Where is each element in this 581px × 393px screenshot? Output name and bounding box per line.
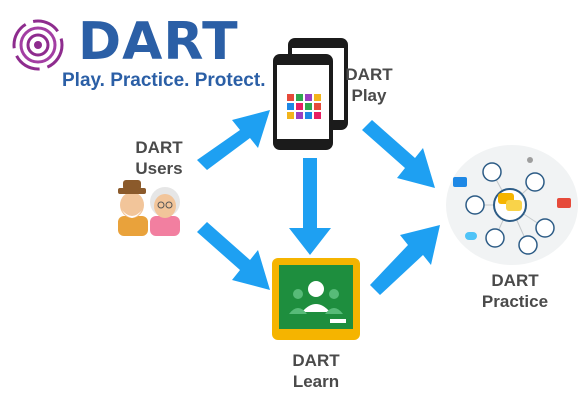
label-dart-users-line2: Users: [135, 159, 183, 178]
arrow-users-to-learn: [197, 222, 270, 290]
google-classroom-icon: [272, 258, 360, 340]
label-dart-users: DART Users: [124, 137, 194, 179]
arrow-play-to-learn: [289, 158, 331, 255]
label-dart-play-line2: Play: [351, 86, 387, 105]
target-logo-icon: [12, 19, 64, 71]
label-dart-practice-line2: Practice: [481, 292, 549, 311]
label-dart-practice: DART Practice: [470, 270, 560, 312]
label-dart-learn: DART Learn: [276, 350, 356, 392]
dart-wordmark: DART: [78, 12, 239, 72]
arrow-learn-to-practice: [370, 225, 440, 295]
label-dart-users-line1: DART: [135, 138, 183, 157]
dart-tagline: Play. Practice. Protect.: [62, 70, 266, 91]
elderly-couple-icon: [118, 180, 180, 236]
label-dart-play: DART Play: [337, 64, 401, 106]
social-network-icon: [446, 145, 578, 265]
arrow-users-to-play: [197, 110, 270, 170]
smartphones-icon: [273, 38, 348, 150]
label-dart-play-line1: DART: [345, 65, 393, 84]
label-dart-learn-line1: DART: [292, 351, 340, 370]
label-dart-practice-line1: DART: [491, 271, 539, 290]
arrow-play-to-practice: [362, 120, 435, 188]
label-dart-learn-line2: Learn: [292, 372, 340, 391]
